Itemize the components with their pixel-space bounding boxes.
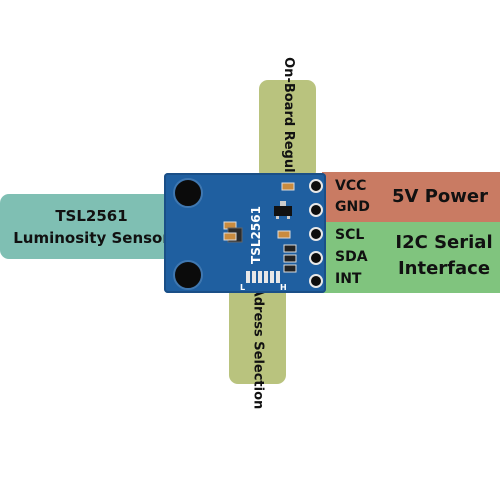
regulator-label: On-Board Regulator [259,57,316,203]
pin-label-vcc: VCC [335,178,367,194]
pin-label-scl: SCL [335,227,365,243]
pin-label-sda: SDA [335,249,368,265]
resistor-3 [283,264,297,273]
pin-hole-int [309,274,323,288]
resistor-2 [283,254,297,263]
sensor-label-text: TSL2561 Luminosity Sensor [13,206,170,247]
sensor-label: TSL2561 Luminosity Sensor [0,194,183,259]
address-selection-label: I2C Adress Selection [229,259,286,409]
i2c-band: SCL SDA INT I2C Serial Interface [322,222,500,293]
jumper-high-label: H [280,283,287,292]
chip-name-silkscreen: TSL2561 [249,206,263,264]
capacitor-top [281,182,295,191]
capacitor-middle [277,230,291,239]
pin-hole-vcc [309,179,323,193]
resistor-1 [283,244,297,253]
capacitor-sensor-2 [223,232,237,241]
power-band: VCC GND 5V Power [322,172,500,222]
pin-header [309,179,323,288]
pin-hole-scl [309,227,323,241]
address-jumper [246,271,280,283]
jumper-low-label: L [240,283,245,292]
board-graphic: TSL2561 L H [173,178,323,292]
pin-label-gnd: GND [335,199,370,215]
power-group-title: 5V Power [392,186,488,207]
pin-hole-gnd [309,203,323,217]
regulator-chip [274,206,292,216]
mounting-hole-top [173,178,203,208]
pin-hole-sda [309,251,323,265]
mounting-hole-bottom [173,260,203,290]
i2c-group-title: I2C Serial Interface [395,232,493,279]
sensor-board: TSL2561 L H [164,173,326,293]
pin-label-int: INT [335,271,362,287]
